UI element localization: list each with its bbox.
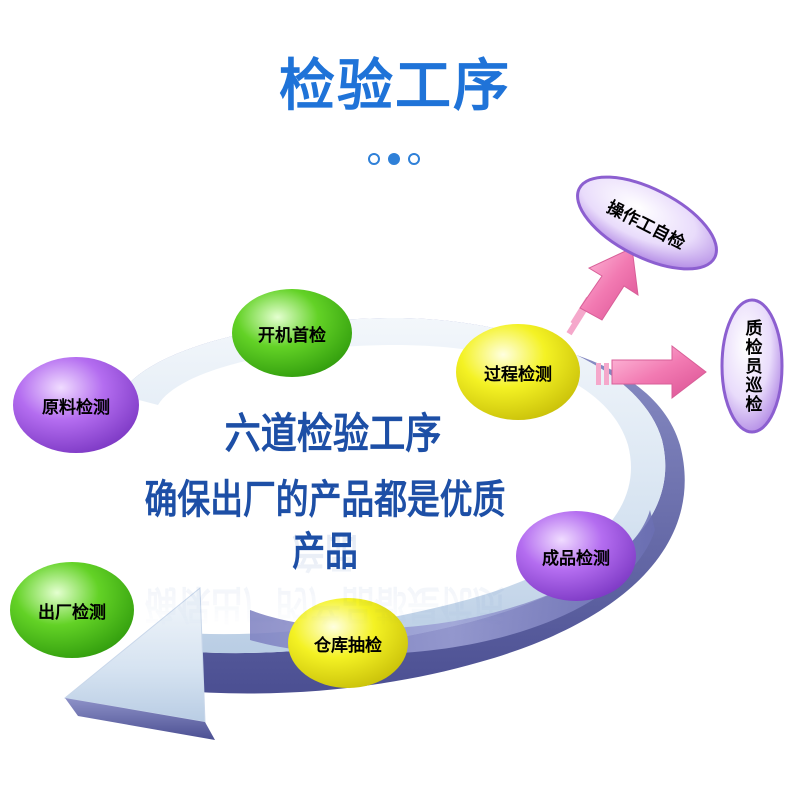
node-finished-product-check	[516, 511, 636, 601]
branch-inspector-patrol	[720, 298, 784, 434]
node-label-outgoing: 出厂检测	[38, 602, 106, 623]
center-heading: 六道检验工序	[224, 409, 442, 458]
branch-label-inspector: 质检员巡检	[741, 318, 762, 414]
node-label-raw-material: 原料检测	[42, 397, 110, 418]
node-first-article-check	[232, 289, 352, 377]
node-process-check	[456, 324, 580, 420]
pagination-dots	[368, 152, 424, 166]
node-label-process: 过程检测	[484, 364, 552, 385]
arrow-up-right	[566, 247, 639, 336]
dot-active-icon	[388, 153, 400, 165]
node-raw-material-check	[13, 357, 139, 453]
dot-icon	[408, 153, 420, 165]
node-outgoing-check	[10, 562, 134, 658]
node-label-first-article: 开机首检	[258, 325, 326, 346]
cycle-arrowhead-side	[65, 698, 215, 740]
node-label-finished-product: 成品检测	[542, 548, 610, 569]
dot-icon	[368, 153, 380, 165]
branch-operator-self-check	[576, 175, 718, 271]
node-label-warehouse: 仓库抽检	[314, 635, 382, 656]
center-subheading: 确保出厂的产品都是优质产品	[144, 476, 506, 575]
center-subheading-reflection: 确保出厂的产品都是优质产品	[144, 529, 506, 628]
arrow-right	[596, 344, 707, 400]
node-warehouse-sampling	[288, 598, 408, 688]
page-title: 检验工序	[279, 54, 511, 119]
ring-front-band	[250, 510, 655, 655]
